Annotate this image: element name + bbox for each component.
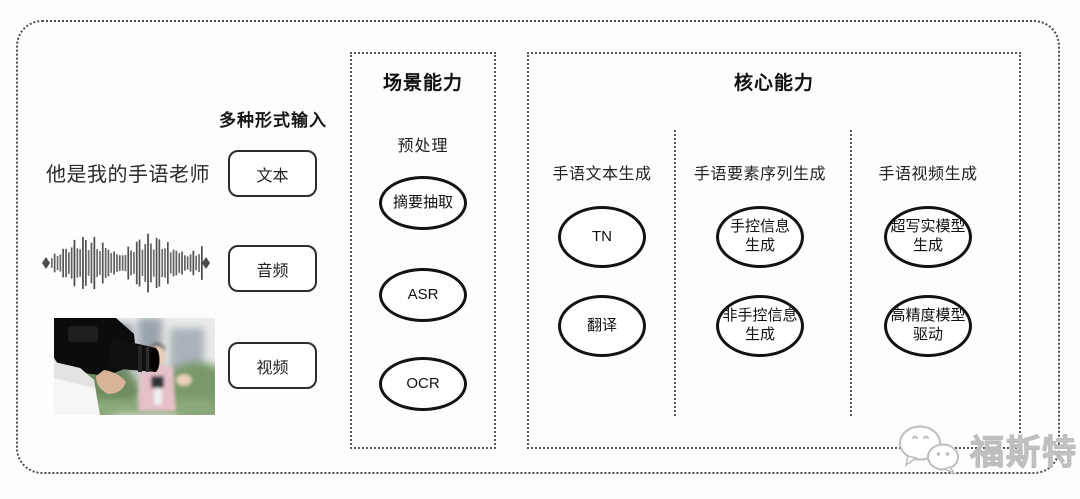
column-divider (674, 130, 676, 416)
node-label: ASR (407, 285, 439, 303)
node-high-precision-model-driving: 高精度模型 驱动 (884, 295, 972, 357)
scene-capability-title: 场景能力 (382, 73, 463, 94)
input-type-box-video: 视频 (228, 342, 317, 389)
core-column-text-generation: 手语文本生成 TN 翻译 (529, 54, 675, 447)
node-manual-info-generation: 手控信息 生成 (716, 206, 804, 268)
column-heading: 手语文本生成 (552, 166, 652, 183)
node-label: 超写实模型 生成 (890, 218, 966, 254)
sample-sentence-text: 他是我的手语老师 (46, 164, 210, 186)
node-ocr: OCR (379, 357, 467, 411)
input-section-label: 多种形式输入 (219, 111, 327, 130)
core-capability-title: 核心能力 (733, 73, 814, 94)
input-type-label: 音频 (256, 262, 289, 280)
node-label: OCR (406, 374, 440, 392)
video-thumbnail-image (54, 318, 215, 415)
node-label: 高精度模型 驱动 (890, 307, 966, 343)
input-type-label: 文本 (256, 167, 289, 185)
node-translation: 翻译 (558, 295, 646, 357)
input-type-label: 视频 (256, 359, 289, 377)
audio-waveform-icon (42, 233, 210, 293)
core-capability-box: 核心能力 手语文本生成 TN 翻译 手语要素序列生成 手控信息 生成 非手控信息… (527, 52, 1021, 449)
column-divider (850, 130, 852, 416)
preprocess-label: 预处理 (397, 138, 449, 155)
node-label: TN (592, 227, 612, 245)
node-tn: TN (558, 206, 646, 268)
node-label: 翻译 (586, 316, 617, 334)
column-heading: 手语要素序列生成 (693, 166, 826, 183)
watermark: 福斯特 (894, 423, 1078, 475)
scene-capability-box: 场景能力 预处理 摘要抽取 ASR OCR (350, 52, 496, 449)
input-type-box-text: 文本 (228, 150, 317, 197)
wechat-icon (899, 425, 959, 475)
core-column-video-generation: 手语视频生成 超写实模型 生成 高精度模型 驱动 (855, 54, 1001, 447)
outer-dotted-frame (16, 20, 1060, 474)
watermark-text: 福斯特 (970, 433, 1078, 472)
node-label: 摘要抽取 (392, 193, 453, 211)
node-summary-extraction: 摘要抽取 (379, 176, 467, 230)
node-nonmanual-info-generation: 非手控信息 生成 (716, 295, 804, 357)
node-asr: ASR (379, 268, 467, 322)
column-heading: 手语视频生成 (878, 166, 978, 183)
core-column-element-sequence: 手语要素序列生成 手控信息 生成 非手控信息 生成 (687, 54, 833, 447)
input-type-box-audio: 音频 (228, 245, 317, 292)
node-hyperreal-model-generation: 超写实模型 生成 (884, 206, 972, 268)
node-label: 非手控信息 生成 (722, 307, 798, 343)
node-label: 手控信息 生成 (729, 218, 790, 254)
